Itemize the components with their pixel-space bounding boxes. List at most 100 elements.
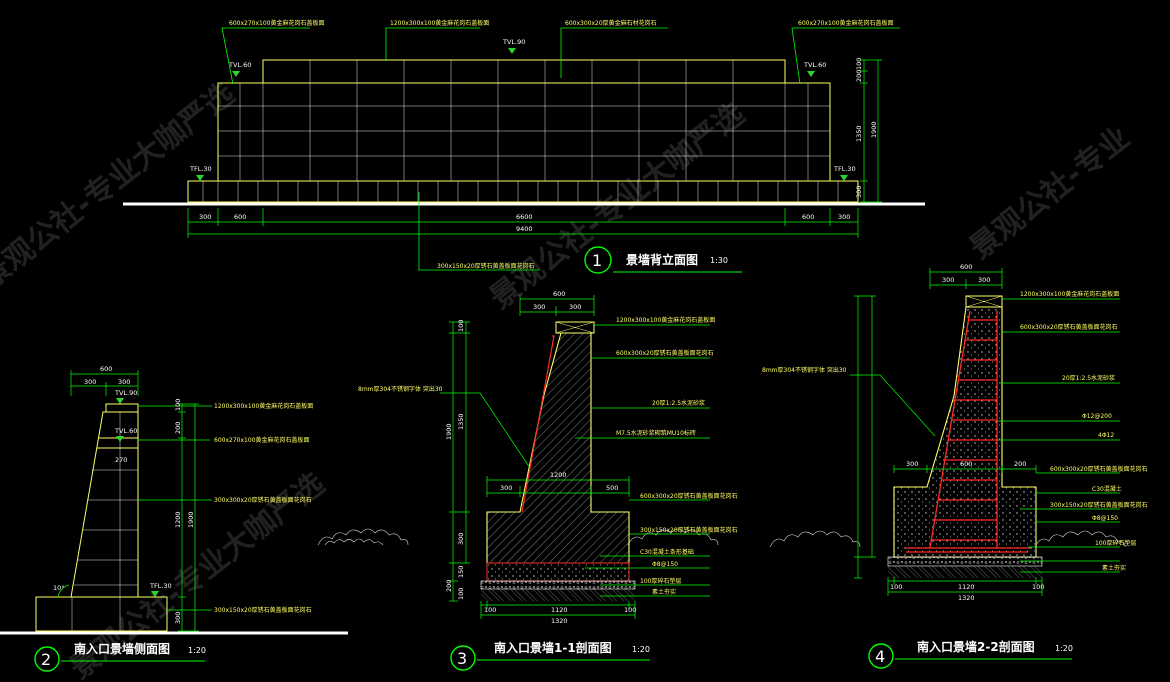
elev-note-top-far-right: 600x270x100黄金麻花岗石盖板面 [798,19,893,27]
sec1-note-brick: M7.5水泥砂浆砌筑MU10标砖 [616,429,696,437]
sec1-dim-300-c: 300 [500,484,512,492]
sec1-note-gravel: 100厚碎石垫层 [640,577,681,585]
shrub-outline-right [627,528,719,546]
sec2-dim-600: 600 [960,263,972,271]
dim-r1900: 1900 [870,121,878,138]
sec2-note-rebar-8: Φ8@150 [1092,515,1118,522]
sec1-dim-r1350: 1350 [457,413,465,430]
side-note-4: 300x150x20厚锈石黄盖板面花岗石 [214,606,312,614]
dim-600-left: 600 [234,213,246,221]
sec2-dim-300-b: 300 [978,276,990,284]
title-2-scale: 1:20 [188,646,206,655]
sec2-note-facing: 600x300x20厚锈石黄盖板面花岗石 [1020,323,1118,331]
side-dim-r1200: 1200 [174,511,182,528]
sec2-dim-300-a: 300 [942,276,954,284]
side-level-tfl-30: TFL.30 [149,582,172,590]
sec2-dim-200: 200 [1014,460,1026,468]
side-dim-r300: 300 [174,612,182,624]
side-dim-600: 600 [100,365,112,373]
sec1-note-rebar: Φ8@150 [652,561,678,568]
side-elevation-view: 10° TVL.90 TVL.60 TFL.30 270 600 3 [0,365,348,672]
watermark-text-1: 景观公社-专业大咖严选 [0,76,241,296]
dim-r200: 200 [855,70,863,82]
level-tvl-60-left: TVL.60 [228,61,251,69]
title-1-name: 景墙背立面图 [626,252,698,267]
dim-300-right: 300 [838,213,850,221]
dim-r100: 100 [855,58,863,70]
side-panel-grid [71,412,138,631]
dim-6600: 6600 [516,213,533,221]
sec2-dim-300-c: 300 [906,460,918,468]
elev-note-top-right: 600x300x20厚黄金麻石材花岗石 [565,19,657,27]
masonry-body [486,332,630,564]
sec1-dim-r100b: 100 [457,588,465,600]
side-level-markers [116,398,159,597]
shrub-outline-2-right [1034,530,1126,548]
side-note-1: 1200x300x100黄金麻花岗石盖板面 [214,402,313,410]
title-4-badge [868,643,894,669]
section-2-2-view: 1200x300x100黄金麻花岗石盖板面 600x300x20厚锈石黄盖板面花… [762,263,1148,669]
sec1-note-mortar: 20厚1:2.5水泥砂浆 [652,399,705,407]
dim-r1350: 1350 [855,125,863,142]
section-1-1-view: 1200x300x100黄金麻花岗石盖板面 600x300x20厚锈石黄盖板面花… [317,290,738,671]
side-dimension-lines [70,370,212,632]
side-note-3: 300x300x20厚锈石黄盖板面花岗石 [214,496,312,504]
side-angle: 10° [53,584,65,592]
sec1-dim-300-b: 300 [569,303,581,311]
side-wall-outline [35,403,168,632]
sec1-note-coping: 1200x300x100黄金麻花岗石盖板面 [616,316,715,324]
shrub-outline-left [317,528,409,546]
title-2-number: 2 [41,650,51,669]
sec1-dim-500: 500 [606,484,618,492]
title-3-number: 3 [457,649,467,668]
title-3-name: 南入口景墙1-1剖面图 [494,640,612,655]
elev-dimension-lines [187,59,882,238]
level-tvl-90: TVL.90 [502,38,525,46]
sec2-note-c30: C30混凝土 [1092,485,1122,493]
sec1-dim-600: 600 [553,290,565,298]
sec1-leaders [440,324,710,597]
title-4-scale: 1:20 [1055,644,1073,653]
title-3-scale: 1:20 [632,645,650,654]
sec1-dim-r1900: 1900 [445,423,453,440]
sec2-dim-1320: 1320 [958,594,975,602]
sec2-dim-600-b: 600 [960,460,972,468]
sec2-note-facing-2: 600x300x20厚锈石黄盖板面花岗石 [1050,465,1148,473]
side-level-tvl-60: TVL.60 [114,427,137,435]
elev-leaders [221,27,900,271]
side-dim-r200: 200 [174,422,182,434]
watermark-text-4: 景观公社-专业 [963,120,1136,266]
stone-panel-grid [202,60,839,202]
sec2-note-gravel: 100厚碎石垫层 [1095,539,1136,547]
side-level-tvl-90: TVL.90 [114,389,137,397]
mortar-line [521,335,555,513]
coping-stone [555,321,595,334]
concrete-footing [486,562,630,582]
elev-note-top-mid: 1200x300x100黄金麻花岗石盖板面 [390,19,489,27]
sec2-note-coping: 1200x300x100黄金麻花岗石盖板面 [1020,290,1119,298]
sec1-dim-r300: 300 [457,533,465,545]
sec1-note-c30: C30混凝土条形基础 [640,548,694,556]
sec2-leaders [850,298,1120,573]
side-dim-r100: 100 [174,399,182,411]
elev-level-markers [196,48,848,181]
sec2-note-4rebar: 4Φ12 [1098,432,1114,439]
title-2-badge [34,646,60,672]
sec1-note-facing: 600x300x20厚锈石黄盖板面花岗石 [616,349,714,357]
dim-300-left: 300 [199,213,211,221]
sec2-note-base-stone: 300x150x20厚锈石黄盖板面花岗石 [1050,501,1148,509]
sec1-dim-r100: 100 [457,320,465,332]
dim-r300: 300 [855,186,863,198]
sec1-dim-300-a: 300 [533,303,545,311]
sec1-dim-r150: 150 [457,566,465,578]
wall-outline [187,59,859,203]
sec2-note-letter: 8mm厚304不锈钢字体 突出30 [762,366,847,374]
sec2-dim-100-b: 100 [1032,583,1044,591]
side-dim-300-a: 300 [84,378,96,386]
title-1-scale: 1:30 [710,256,728,265]
title-1-badge [584,246,612,274]
sec1-note-facing-2: 600x300x20厚锈石黄盖板面花岗石 [640,492,738,500]
dim-600-right: 600 [802,213,814,221]
elevation-view: 600x270x100黄金麻花岗石盖板面 1200x300x100黄金麻花岗石盖… [123,19,925,274]
